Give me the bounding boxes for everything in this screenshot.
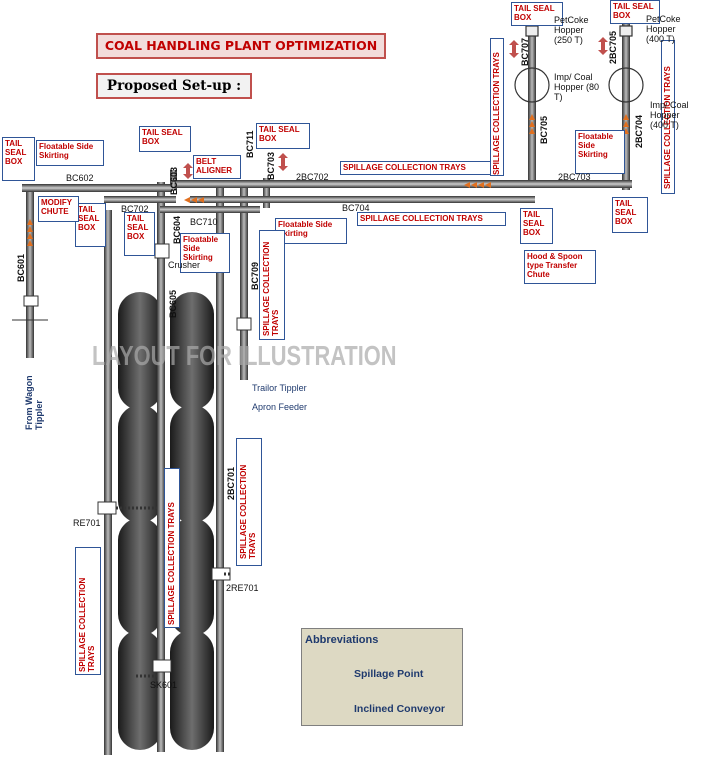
conveyor-label: 2BC702 — [296, 172, 329, 182]
conveyor-label: BC605 — [168, 289, 178, 318]
tail-seal-box-label: TAIL SEAL BOX — [139, 126, 191, 152]
conveyor-label: BC602 — [66, 173, 94, 183]
conveyor-label: BC709 — [250, 261, 260, 290]
conveyor-label: BC707 — [520, 37, 530, 66]
conveyor-label: BC710 — [190, 217, 218, 227]
floatable-skirting-label: Floatable Side Skirting — [180, 233, 230, 273]
spillage-trays-vertical-frame: SPILLAGE COLLECTION TRAYS — [75, 547, 101, 675]
tail-seal-box-label: TAIL SEAL BOX — [2, 137, 35, 181]
tail-seal-box-label: TAIL SEAL BOX — [75, 203, 106, 247]
conveyor-label: BC705 — [539, 115, 549, 144]
spillage-trays-label: SPILLAGE COLLECTION TRAYS — [167, 502, 176, 625]
legend-title: Abbreviations — [305, 634, 379, 646]
conveyor-label: BC702 — [121, 204, 149, 214]
conveyor-label: 2BC704 — [634, 114, 644, 148]
spillage-trays-label: SPILLAGE COLLECTION TRAYS — [340, 161, 492, 175]
conveyor-label: BC603 — [169, 166, 179, 195]
page-subtitle: Proposed Set-up : — [96, 73, 252, 99]
page-title: COAL HANDLING PLANT OPTIMIZATION — [96, 33, 386, 59]
watermark-text: LAYOUT FOR ILLUSTRATION — [92, 340, 397, 371]
tail-seal-box-label: TAIL SEAL BOX — [511, 2, 563, 26]
legend-spillage-point: Spillage Point — [354, 668, 424, 680]
tail-seal-box-label: TAIL SEAL BOX — [610, 0, 660, 24]
floatable-skirting-label: Floatable Side Skirting — [275, 218, 347, 244]
petcoke-hopper-label: PetCoke Hopper (250 T) — [554, 15, 589, 45]
floatable-skirting-label: Floatable Side Skirting — [575, 130, 625, 174]
tail-seal-box-label: TAIL SEAL BOX — [124, 212, 155, 256]
spillage-trays-label: SPILLAGE COLLECTION TRAYS — [492, 52, 501, 175]
conveyor-label: BC703 — [266, 151, 276, 180]
conveyor-label: BC601 — [16, 253, 26, 282]
conveyor-label: 2BC701 — [226, 466, 236, 500]
spillage-trays-label: SPILLAGE COLLECTION TRAYS — [239, 464, 257, 559]
spillage-trays-label: SPILLAGE COLLECTION TRAYS — [78, 577, 96, 672]
coal-stockpiles — [118, 292, 214, 750]
trailor-tippler-label: Trailor Tippler — [252, 383, 307, 393]
modify-chute-label: MODIFY CHUTE — [38, 196, 79, 222]
legend-inclined-conveyor: Inclined Conveyor — [354, 703, 446, 715]
conveyor-label: BC604 — [172, 215, 182, 244]
belt-aligner-label: BELT ALIGNER — [193, 155, 241, 179]
horizontal-conveyors — [22, 180, 632, 213]
hood-spoon-chute-label: Hood & Spoon type Transfer Chute — [524, 250, 596, 284]
tail-seal-box-label: TAIL SEAL BOX — [520, 208, 553, 244]
abbreviations-legend: Abbreviations Spillage Point Inclined Co… — [301, 628, 463, 726]
conveyor-label: 2BC703 — [558, 172, 591, 182]
imp-coal-hopper-label: Imp/ Coal Hopper (400 T) — [650, 100, 689, 130]
inclined-conveyor-marks — [27, 114, 629, 246]
conveyor-label: BC704 — [342, 203, 370, 213]
reclaimer-label: 2RE701 — [226, 583, 259, 593]
apron-feeder-label: Apron Feeder — [252, 402, 308, 412]
spillage-trays-vertical-frame: SPILLAGE COLLECTION TRAYS — [164, 468, 180, 628]
reclaimer-label: RE701 — [73, 518, 101, 528]
conveyor-label: 2BC705 — [608, 30, 618, 64]
crusher-label: Crusher — [168, 260, 201, 270]
conveyor-label: BC711 — [245, 130, 255, 158]
vertical-conveyors — [26, 22, 630, 755]
trippers — [12, 243, 252, 673]
spillage-trays-vertical-frame: SPILLAGE COLLECTION TRAYS — [236, 438, 262, 566]
spillage-trays-label: SPILLAGE COLLECTION TRAYS — [357, 212, 506, 226]
imp-coal-hopper-label: Imp/ Coal Hopper (80 T) — [554, 72, 600, 102]
spillage-trays-vertical-frame: SPILLAGE COLLECTION TRAYS — [661, 40, 675, 194]
petcoke-hopper-label: PetCoke Hopper (400 T) — [646, 14, 681, 44]
adjust-arrows — [183, 37, 608, 179]
spillage-trays-label: SPILLAGE COLLECTION TRAYS — [262, 241, 280, 336]
tail-seal-box-label: TAIL SEAL BOX — [256, 123, 310, 149]
floatable-skirting-label: Floatable Side Skirting — [36, 140, 104, 166]
stacker-label: SK601 — [150, 680, 178, 690]
tail-seal-box-label: TAIL SEAL BOX — [612, 197, 648, 233]
spillage-trays-vertical-frame: SPILLAGE COLLECTION TRAYS — [490, 38, 504, 176]
spillage-trays-vertical-frame: SPILLAGE COLLECTION TRAYS — [259, 230, 285, 340]
from-wagon-tippler-label: From Wagon Tippler — [24, 375, 44, 430]
tripper-rails — [116, 506, 232, 678]
hoppers — [514, 25, 644, 103]
